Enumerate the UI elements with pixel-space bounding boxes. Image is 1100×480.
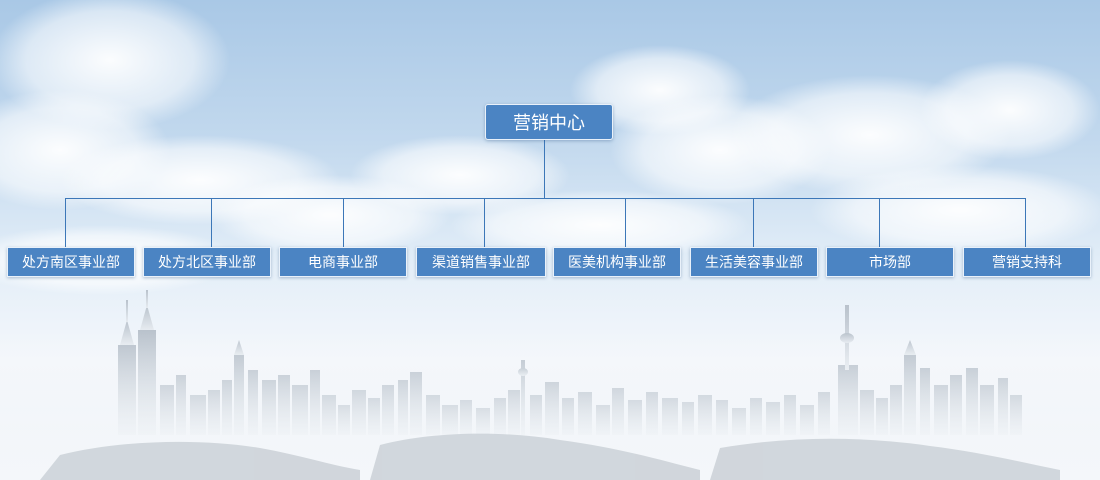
root-node-label: 营销中心 [513,113,585,134]
clouds [0,0,1100,295]
node-channel-sales-division[interactable]: 渠道销售事业部 [416,247,546,277]
connector-child-drop [1025,198,1026,247]
node-medical-beauty-division[interactable]: 医美机构事业部 [553,247,681,277]
node-lifestyle-beauty-division[interactable]: 生活美容事业部 [690,247,818,277]
connector-child-drop [343,198,344,247]
node-label: 医美机构事业部 [568,255,666,271]
connector-child-drop [625,198,626,247]
connector-child-drop [211,198,212,247]
node-label: 市场部 [869,255,911,271]
connector-bus [65,198,1026,199]
connector-child-drop [753,198,754,247]
node-ecommerce-division[interactable]: 电商事业部 [279,247,407,277]
node-label: 电商事业部 [308,255,378,271]
node-label: 处方北区事业部 [158,255,256,271]
node-label: 营销支持科 [992,255,1062,271]
root-node-marketing-center[interactable]: 营销中心 [485,104,613,140]
node-marketing-dept[interactable]: 市场部 [826,247,954,277]
node-rx-north-division[interactable]: 处方北区事业部 [143,247,271,277]
node-marketing-support-section[interactable]: 营销支持科 [963,247,1091,277]
node-label: 处方南区事业部 [22,255,120,271]
node-label: 生活美容事业部 [705,255,803,271]
connector-child-drop [879,198,880,247]
connector-root-drop [544,140,545,198]
world-map-silhouette [40,433,1060,480]
connector-child-drop [65,198,66,247]
node-label: 渠道销售事业部 [432,255,530,271]
connector-child-drop [484,198,485,247]
node-rx-south-division[interactable]: 处方南区事业部 [7,247,135,277]
